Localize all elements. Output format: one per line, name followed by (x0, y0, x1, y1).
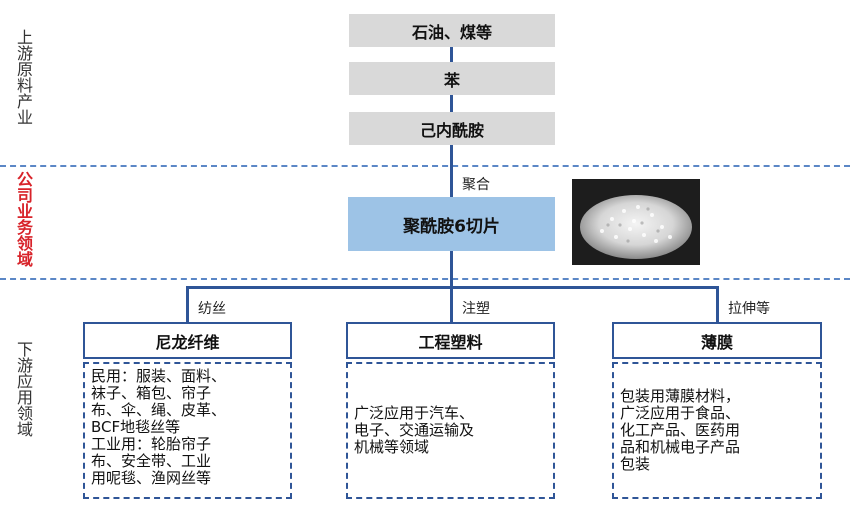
application-line: 民用：服装、面料、 (91, 367, 227, 385)
main-vertical-connector (450, 47, 453, 288)
engineering-plastics-header: 工程塑料 (346, 322, 555, 359)
chain-box-crude: 石油、煤等 (349, 14, 555, 47)
branch-connector-film (716, 286, 719, 322)
company-downstream-divider (0, 278, 850, 280)
application-line: BCF地毯丝等 (91, 418, 181, 436)
application-line: 用呢毯、渔网丝等 (91, 469, 212, 487)
company-side-label: 公司业务领域 (16, 170, 33, 269)
engineering-plastics-applications: 广泛应用于汽车、 电子、交通运输及 机械等领域 (346, 362, 555, 499)
application-line: 包装用薄膜材料， (620, 387, 741, 405)
chain-box-benzene: 苯 (349, 62, 555, 95)
upstream-company-divider (0, 165, 850, 167)
stretching-label: 拉伸等 (728, 301, 770, 317)
polymerization-label: 聚合 (462, 177, 490, 193)
branch-connector-plastics (450, 286, 453, 322)
film-header: 薄膜 (612, 322, 822, 359)
application-line: 包装 (620, 455, 651, 473)
nylon-fiber-header: 尼龙纤维 (83, 322, 292, 359)
downstream-side-label: 下游应用领域 (16, 340, 33, 439)
application-line: 广泛应用于食品、 (620, 404, 741, 422)
pellets-pile-icon (580, 195, 692, 259)
core-product-box: 聚酰胺6切片 (348, 197, 555, 251)
application-line: 化工产品、医药用 (620, 421, 741, 439)
application-line: 工业用：轮胎帘子 (91, 435, 212, 453)
application-line: 广泛应用于汽车、 (354, 404, 475, 422)
film-applications: 包装用薄膜材料， 广泛应用于食品、 化工产品、医药用 品和机械电子产品 包装 (612, 362, 822, 499)
pellets-photo-icon (572, 179, 700, 265)
application-line: 袜子、箱包、帘子 (91, 384, 212, 402)
upstream-side-label: 上游原料产业 (16, 28, 33, 127)
application-line: 布、伞、绳、皮革、 (91, 401, 227, 419)
application-line: 品和机械电子产品 (620, 438, 741, 456)
application-line: 布、安全带、工业 (91, 452, 212, 470)
nylon-fiber-applications: 民用：服装、面料、 袜子、箱包、帘子 布、伞、绳、皮革、 BCF地毯丝等 工业用… (83, 362, 292, 499)
application-line: 电子、交通运输及 (354, 421, 475, 439)
branch-connector-fiber (186, 286, 189, 322)
injection-label: 注塑 (462, 301, 490, 317)
chain-box-caprolactam: 己内酰胺 (349, 112, 555, 145)
application-line: 机械等领域 (354, 438, 430, 456)
spinning-label: 纺丝 (198, 301, 226, 317)
